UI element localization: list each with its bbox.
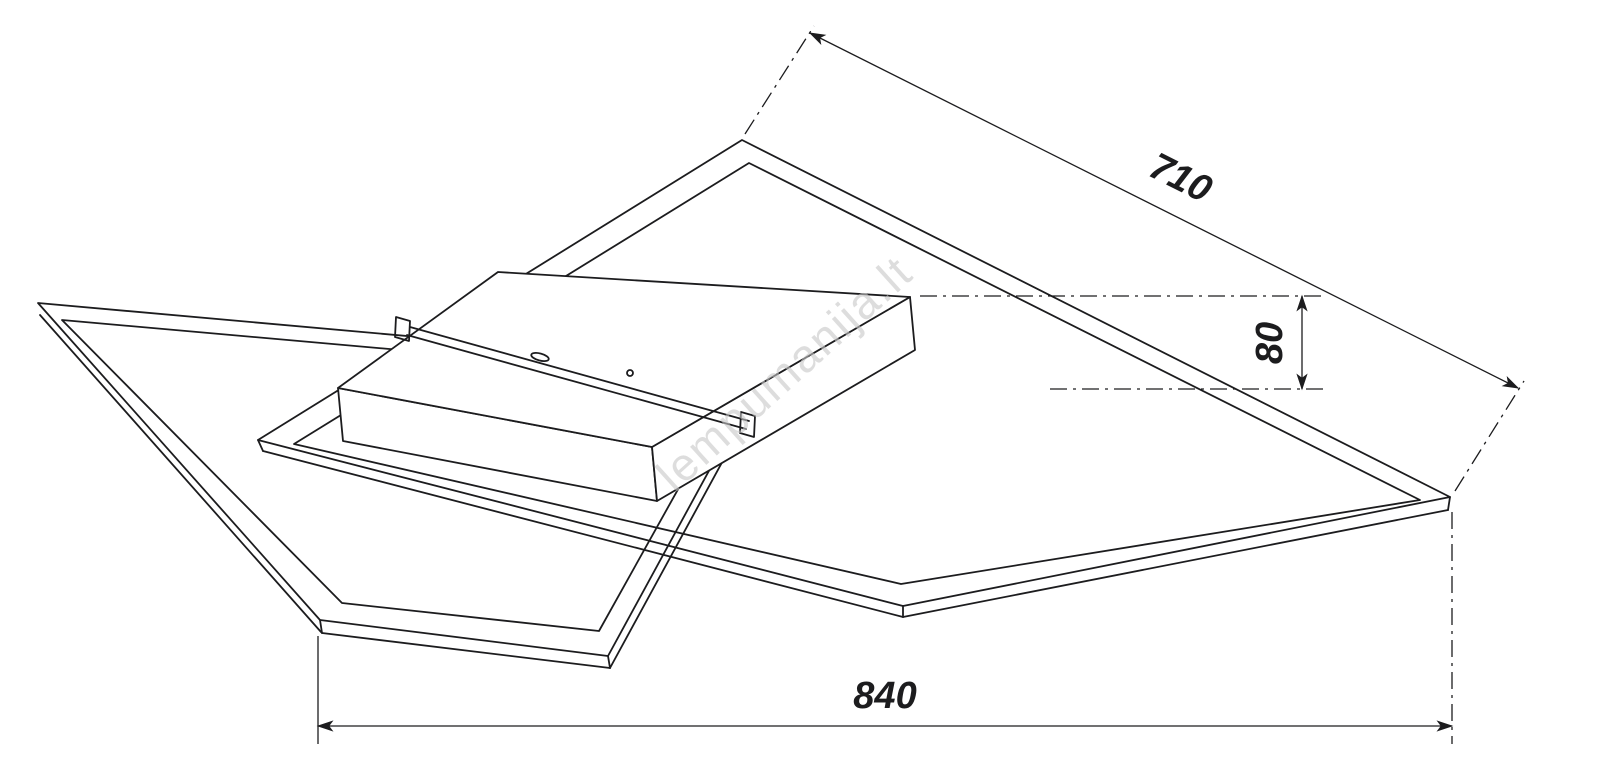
dim-840-label: 840 <box>853 675 916 717</box>
dimension-80 <box>920 294 1326 391</box>
mounting-bracket <box>394 316 756 438</box>
dim-80-label: 80 <box>1249 322 1291 364</box>
bracket-right-clip <box>739 411 756 438</box>
dim-710-extension-line-top <box>744 25 815 135</box>
outer-frame-underside-left <box>262 450 904 618</box>
dimension-710 <box>744 25 1525 492</box>
dim-710-extension-line-right <box>1454 380 1525 492</box>
inner-frame-underside-bottom <box>321 632 611 669</box>
dimension-840 <box>316 512 1454 744</box>
inner-frame-thickness-bottomright <box>607 655 611 669</box>
bracket-hole <box>626 369 634 377</box>
bracket-bar-bottom-edge <box>406 334 747 430</box>
dimension-annotations <box>316 25 1525 744</box>
driver-box-top-face <box>337 271 911 448</box>
bracket-bar-top-edge <box>409 326 750 422</box>
outer-frame-thickness-left <box>257 439 264 452</box>
dim-710-dimension-line <box>808 32 1520 389</box>
outer-frame-thickness-right <box>1447 496 1451 511</box>
bracket-slot <box>530 351 550 363</box>
bracket-left-clip <box>394 316 411 342</box>
dim-710-label: 710 <box>1143 145 1219 211</box>
outer-frame-underside-right <box>902 509 1449 618</box>
inner-frame-thickness-bottomleft <box>319 619 323 634</box>
inner-frame-underside-leftedge <box>39 314 322 633</box>
